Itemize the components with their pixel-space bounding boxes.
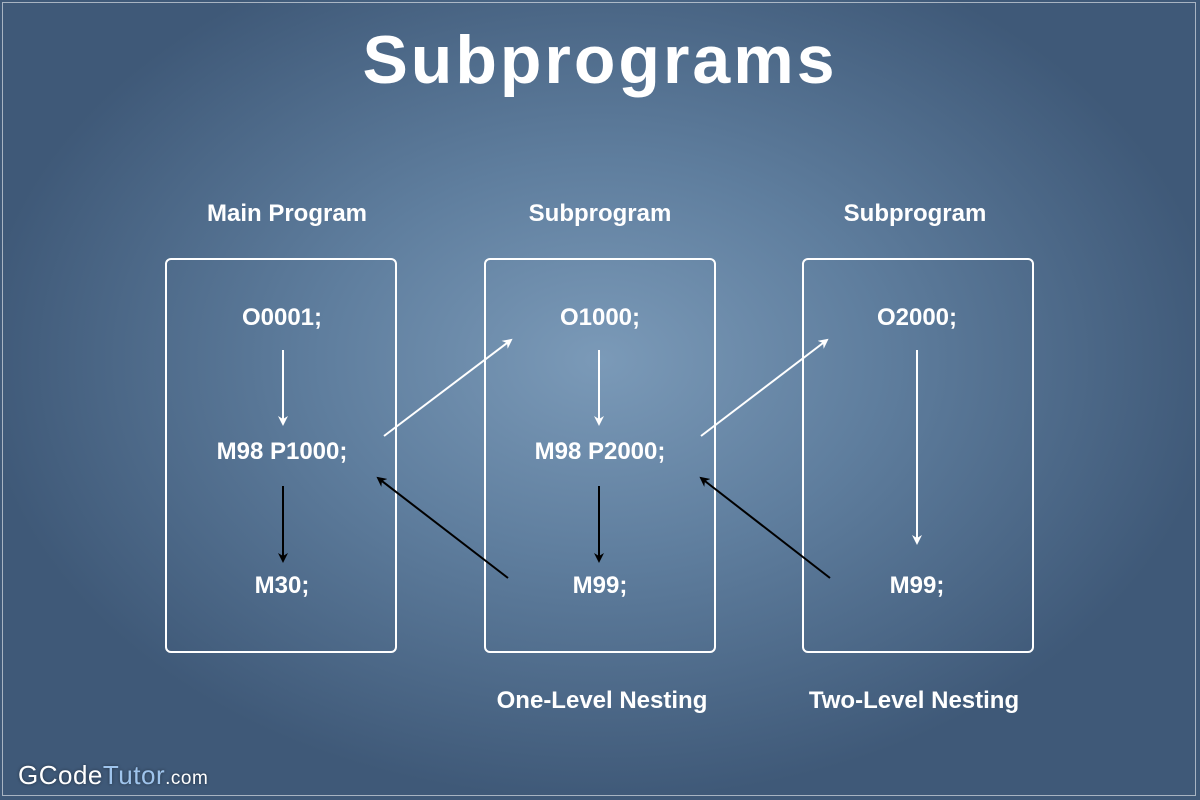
subprogram-2-line-2: M99; — [889, 572, 945, 599]
main-program-label: Main Program — [206, 200, 368, 227]
return-arrow-1 — [376, 476, 509, 579]
two-level-nesting-label: Two-Level Nesting — [808, 687, 1020, 714]
logo-text-gcode: GCode — [18, 760, 103, 790]
main-program-line-2: M98 P1000; — [216, 438, 348, 465]
subprogram-1-line-3: M99; — [572, 572, 628, 599]
subprogram-2-label: Subprogram — [843, 200, 987, 227]
subprogram-1-line-2: M98 P2000; — [534, 438, 666, 465]
call-arrow-2 — [700, 338, 829, 437]
call-arrow-1 — [383, 338, 513, 437]
subprogram-1-box — [484, 258, 716, 653]
logo-text-tutor: Tutor — [102, 760, 166, 790]
logo-text-dotcom: .com — [165, 768, 209, 789]
subprogram-2-box — [802, 258, 1034, 653]
gcodetutor-logo: GCodeTutor.com — [18, 760, 208, 790]
subprogram-1-line-1: O1000; — [559, 304, 641, 331]
main-program-line-1: O0001; — [241, 304, 323, 331]
diagram-title: Subprograms — [362, 22, 838, 98]
main-program-line-3: M30; — [254, 572, 310, 599]
main-program-box — [165, 258, 397, 653]
subprogram-1-label: Subprogram — [528, 200, 672, 227]
one-level-nesting-label: One-Level Nesting — [496, 687, 708, 714]
return-arrow-2 — [699, 476, 831, 579]
subprogram-2-line-1: O2000; — [876, 304, 958, 331]
